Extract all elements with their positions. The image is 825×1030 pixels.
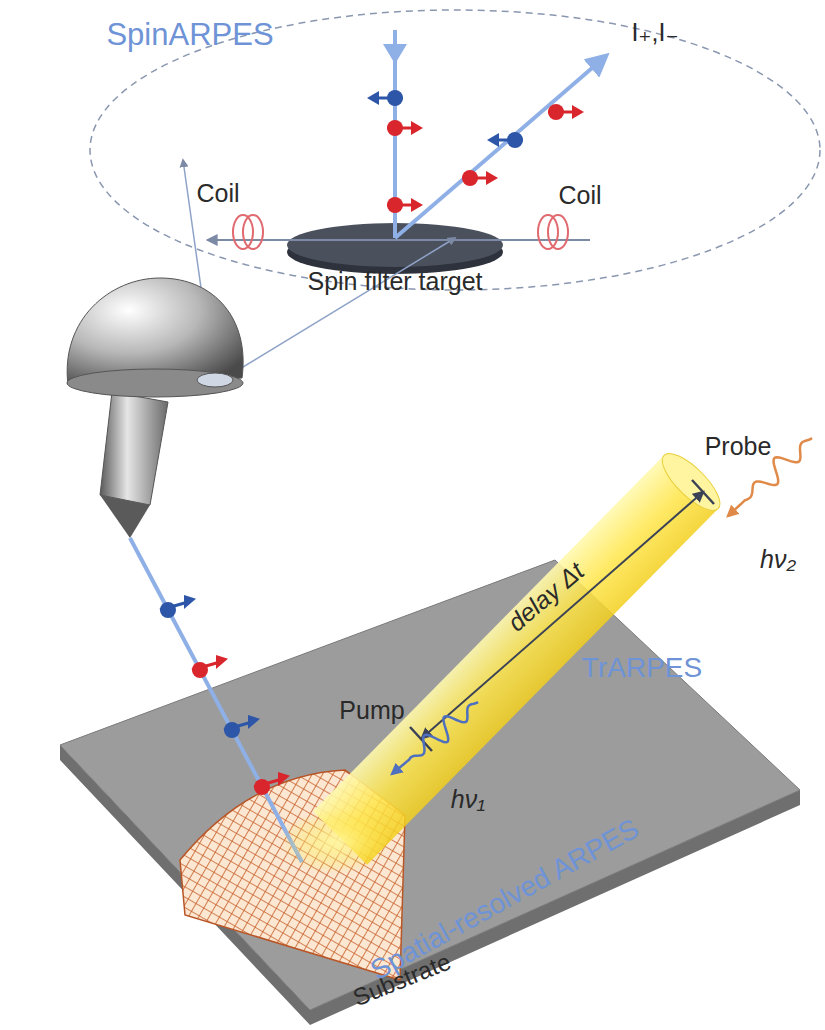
current-label: I₊,I₋ — [631, 19, 678, 47]
delay-label: delay Δt — [503, 557, 590, 637]
technique-title: Spatial-resolved ARPES — [365, 813, 644, 986]
pump-label: Pump — [339, 697, 404, 725]
photon-energy: hν₁ — [451, 786, 485, 814]
coil-label: Coil — [558, 182, 601, 210]
photon-energy: hν₂ — [760, 546, 796, 574]
technique-title: TrARPES — [582, 653, 702, 684]
probe-label: Probe — [705, 433, 772, 461]
target-label: Spin filter target — [307, 268, 482, 296]
technique-title: SpinARPES — [106, 18, 273, 52]
coil-label: Coil — [196, 180, 239, 208]
